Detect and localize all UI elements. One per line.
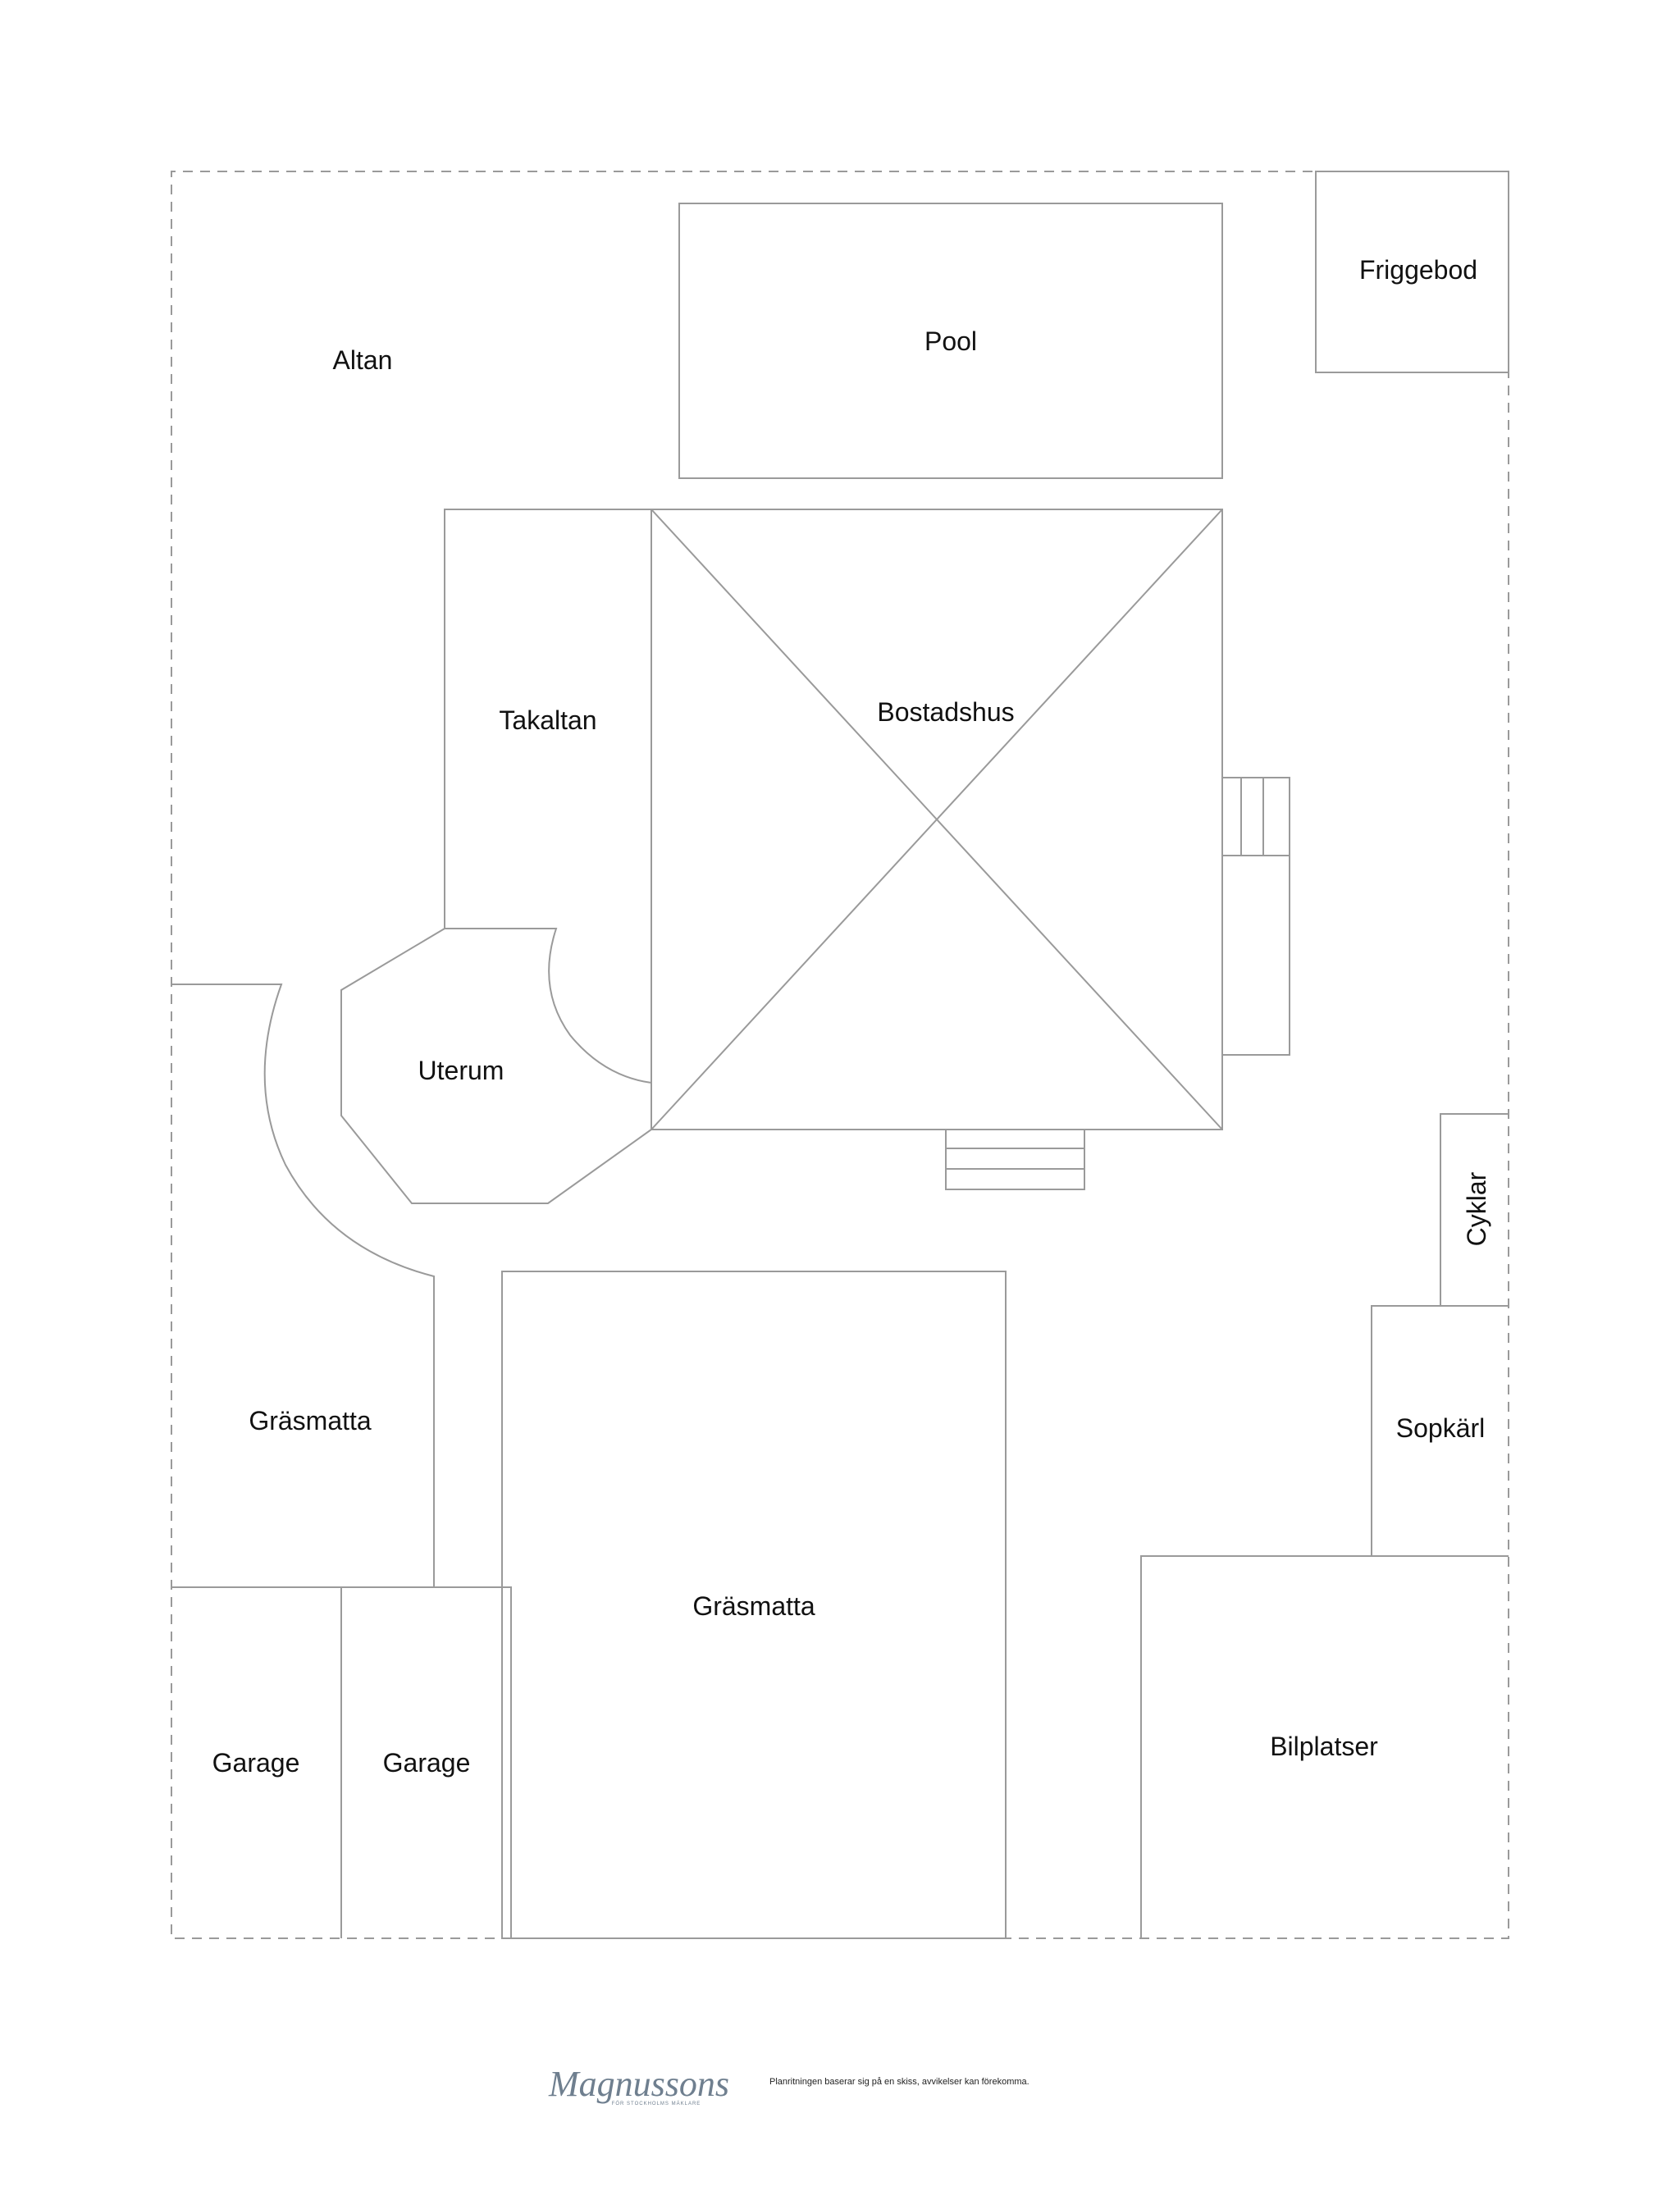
bilplatser-outline [1140, 1555, 1509, 1938]
disclaimer-text: Planritningen baserar sig på en skiss, a… [769, 2077, 1029, 2087]
label-grasmatta-left: Gräsmatta [249, 1406, 372, 1435]
sopkarl-outline [1371, 1305, 1509, 1556]
east-porch-outline [1221, 777, 1290, 1056]
label-sopkarl: Sopkärl [1396, 1413, 1486, 1443]
label-bilplatser: Bilplatser [1270, 1732, 1378, 1761]
magnussons-logo-tagline: FÖR STOCKHOLMS MÄKLARE [612, 2101, 701, 2106]
property-boundary [171, 171, 1509, 1939]
label-bostadshus: Bostadshus [877, 697, 1014, 727]
label-garage-1: Garage [212, 1748, 300, 1778]
garage-row-outline [171, 1586, 512, 1938]
label-grasmatta-center: Gräsmatta [692, 1591, 815, 1621]
label-takaltan: Takaltan [499, 705, 596, 735]
takaltan-outline [444, 509, 651, 929]
pool-outline [678, 203, 1223, 479]
cyklar-outline [1440, 1113, 1509, 1306]
grasmatta-center-outline [501, 1271, 1007, 1939]
roof-ridge-2 [651, 509, 1223, 1130]
label-pool: Pool [924, 326, 977, 356]
south-steps-outline [945, 1130, 1085, 1190]
curved-path [171, 984, 435, 1587]
magnussons-logo: Magnussons [548, 2064, 729, 2104]
label-altan: Altan [333, 345, 393, 375]
friggebod-outline [1315, 171, 1509, 373]
label-friggebod: Friggebod [1359, 255, 1477, 285]
label-garage-2: Garage [383, 1748, 471, 1778]
label-cyklar: Cyklar [1462, 1171, 1491, 1246]
uterum-outline [340, 928, 652, 1204]
label-uterum: Uterum [418, 1056, 504, 1085]
